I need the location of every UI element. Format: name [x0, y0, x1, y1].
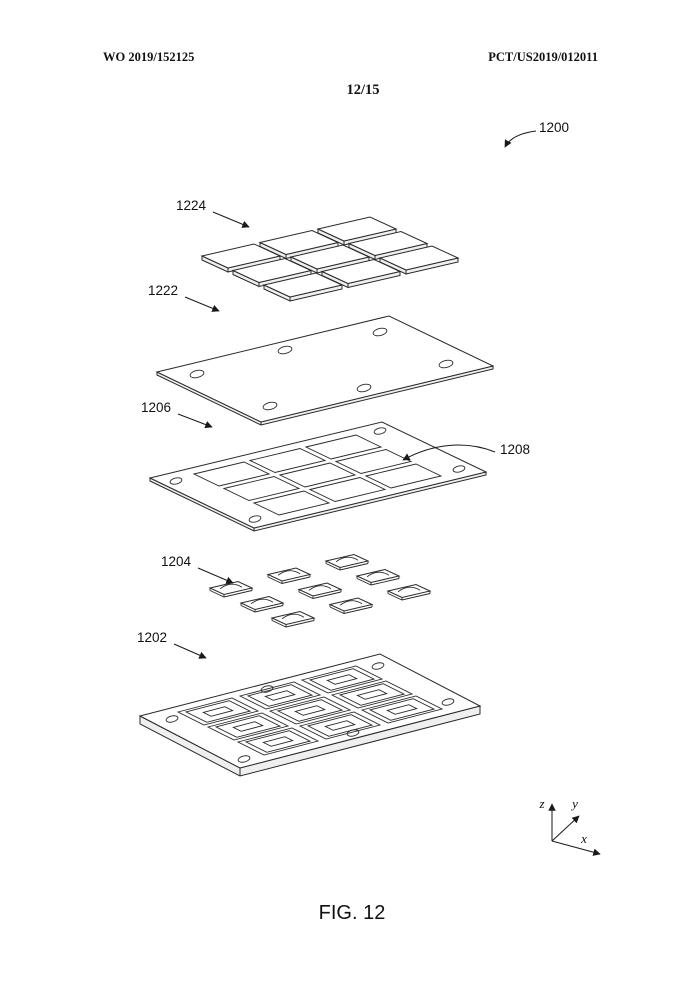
ref-1204: 1204: [161, 554, 234, 584]
leader-1224: [212, 211, 250, 228]
axis-label-x: x: [580, 831, 587, 846]
ref-label-1222: 1222: [148, 283, 178, 298]
layer-keycaps-1224: [201, 216, 459, 302]
ref-1208: 1208: [402, 442, 530, 461]
ref-1200: 1200: [504, 120, 569, 148]
ref-1206: 1206: [141, 400, 213, 429]
ref-1222: 1222: [148, 283, 220, 312]
sheet-number: 12/15: [346, 82, 379, 98]
layer-base-1202: [138, 653, 482, 777]
axis-label-y: y: [570, 796, 578, 811]
x-axis: [551, 840, 601, 856]
layer-frame-1206: [148, 421, 488, 532]
layer-switches-1204: [209, 554, 431, 628]
axis-triad: z y x: [538, 796, 601, 856]
application-number: PCT/US2019/012011: [488, 50, 598, 64]
axis-label-z: z: [538, 796, 544, 811]
patent-number: WO 2019/152125: [103, 50, 194, 64]
ref-label-1208: 1208: [500, 442, 530, 457]
leader-1208: [402, 444, 496, 461]
figure-caption: FIG. 12: [319, 902, 386, 924]
ref-label-1224: 1224: [176, 198, 207, 213]
y-axis: [551, 815, 580, 842]
ref-1224: 1224: [176, 198, 250, 228]
layer-membrane-1222: [155, 315, 495, 426]
ref-1202: 1202: [137, 630, 207, 659]
ref-label-1200: 1200: [539, 120, 569, 135]
leader-1222: [184, 296, 220, 312]
leader-1204: [197, 567, 234, 584]
leader-1200: [504, 130, 537, 148]
ref-label-1206: 1206: [141, 400, 171, 415]
leader-1202: [173, 643, 207, 659]
leader-1206: [177, 413, 213, 429]
ref-label-1204: 1204: [161, 554, 192, 569]
ref-label-1202: 1202: [137, 630, 167, 645]
